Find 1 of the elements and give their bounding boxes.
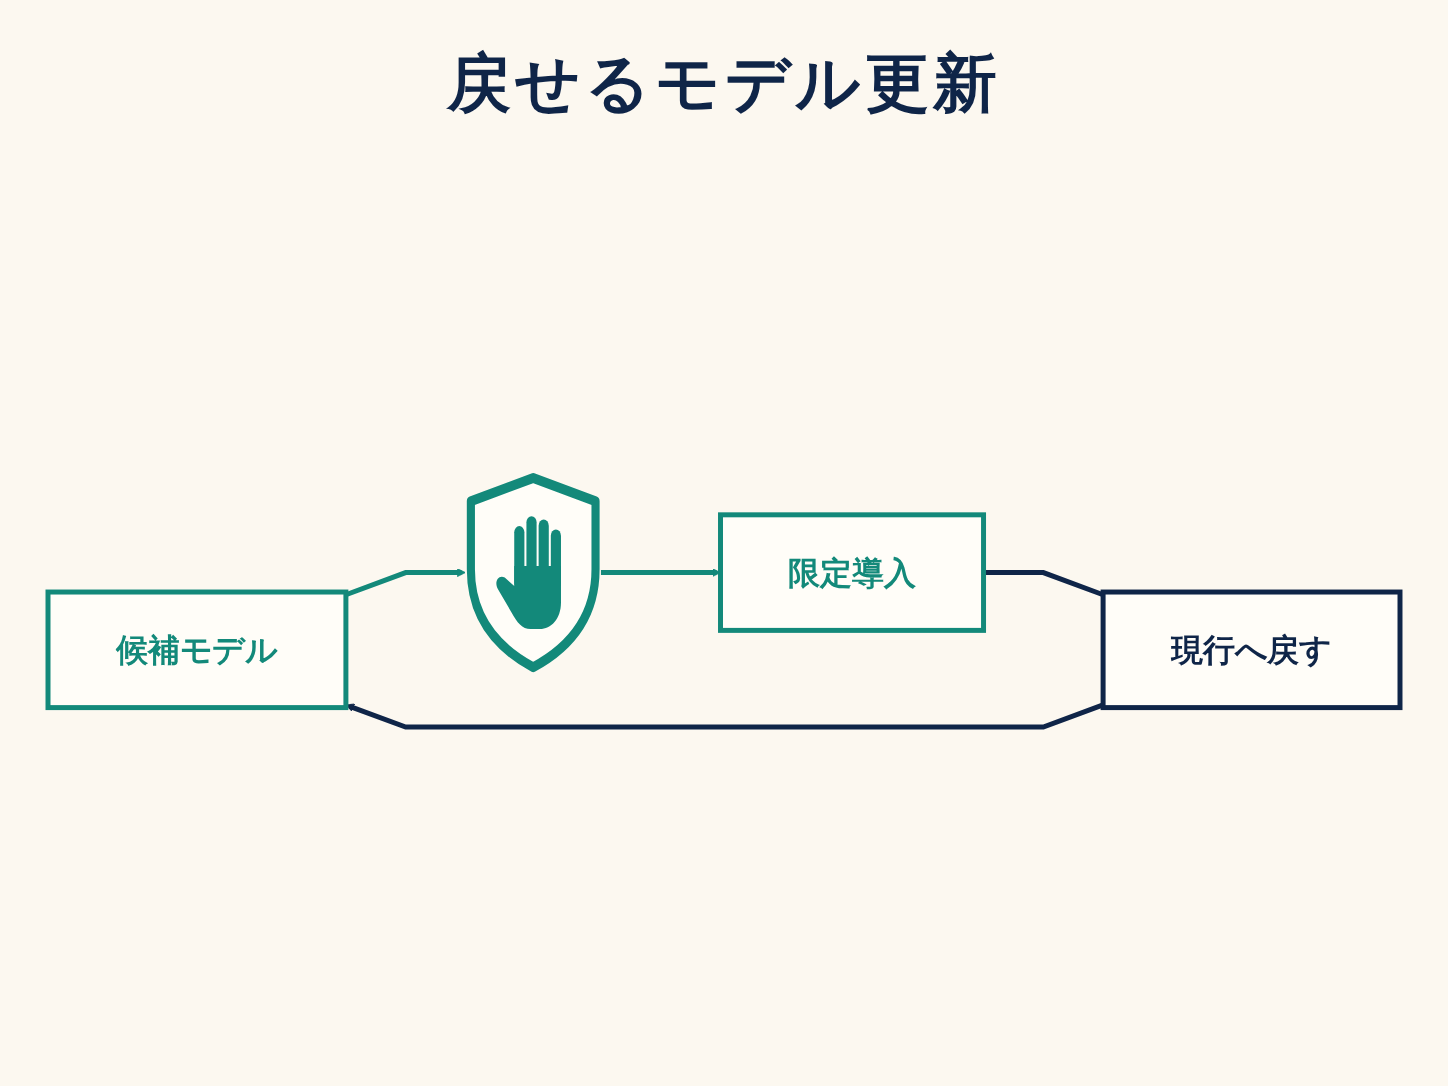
title: 戻せるモデル更新 — [447, 45, 1001, 122]
